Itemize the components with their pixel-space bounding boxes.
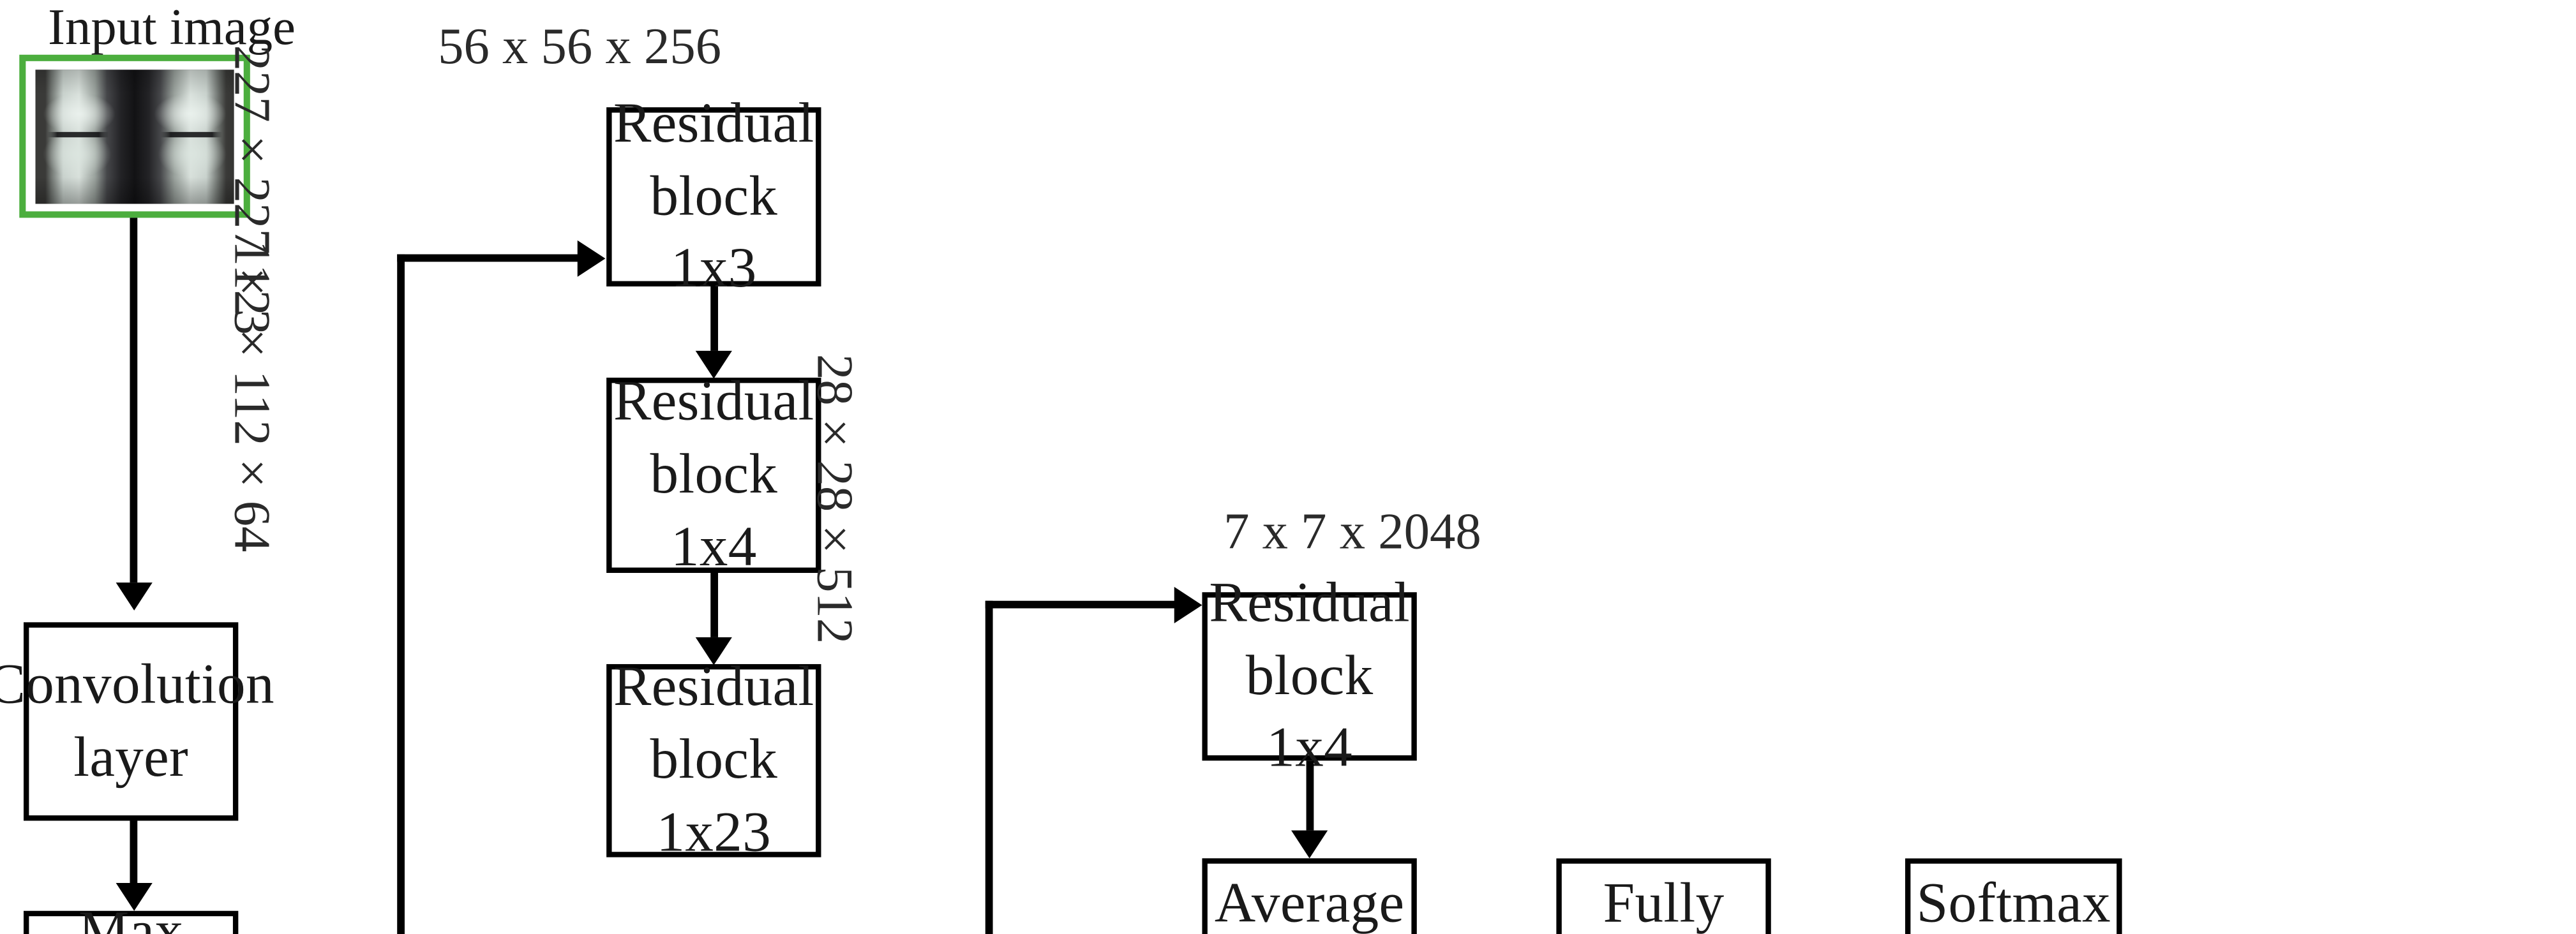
- node-residual-block-1x4-b[interactable]: Residual block 1x4: [1202, 572, 1417, 780]
- arrowhead-input-to-conv: [116, 582, 153, 611]
- node-convolution-layer[interactable]: Convolution layer: [0, 622, 274, 821]
- node-residual-block-1x4-a-line2: 1x4: [670, 515, 757, 579]
- arrowhead-res1-to-res2: [695, 350, 732, 379]
- connector-conv-to-maxpool: [130, 820, 138, 884]
- connector-maxpool-to-res1-h2: [397, 254, 582, 262]
- node-residual-block-1x4-b-line1: Residual block: [1209, 571, 1410, 707]
- connector-res1-to-res2: [710, 286, 719, 351]
- dimension-conv-side: 112 × 112 × 64: [223, 240, 280, 552]
- input-image-caption: Input image: [48, 0, 296, 56]
- input-xray-image: [35, 69, 234, 204]
- dimension-res1-top: 56 x 56 x 256: [438, 18, 722, 75]
- arrowhead-maxpool-to-res1: [577, 240, 606, 277]
- node-convolution-layer-line1: Convolution: [0, 653, 274, 716]
- node-residual-block-1x23-line1: Residual block: [613, 655, 814, 791]
- node-fully-connected-layer[interactable]: Fully connected layer: [1556, 858, 1771, 934]
- connector-res3-to-res4-v: [985, 600, 993, 934]
- arrowhead-res2-to-res3: [695, 637, 732, 665]
- node-residual-block-1x4-a[interactable]: Residual block 1x4: [606, 371, 821, 578]
- arrowhead-conv-to-maxpool: [116, 883, 153, 911]
- dimension-res4-top: 7 x 7 x 2048: [1224, 503, 1481, 560]
- node-softmax-layer-line1: Softmax layer: [1916, 872, 2111, 934]
- connector-res3-to-res4-h2: [985, 600, 1179, 609]
- arrowhead-res3-to-res4: [1174, 586, 1202, 624]
- dimension-res2-side: 28 × 28 × 512: [805, 353, 864, 644]
- node-softmax-layer[interactable]: Softmax layer (final): [1905, 858, 2122, 934]
- node-residual-block-1x23-line2: 1x23: [656, 801, 772, 864]
- node-residual-block-1x3[interactable]: Residual block 1x3: [606, 92, 821, 300]
- node-convolution-layer-line2: layer: [73, 725, 189, 789]
- connector-res2-to-res3: [710, 573, 719, 637]
- node-max-pooling-layer-line1: Max pooling: [78, 900, 184, 934]
- node-residual-block-1x4-a-line1: Residual block: [613, 370, 814, 506]
- node-max-pooling-layer[interactable]: Max pooling layer: [23, 900, 239, 934]
- input-image-frame: [19, 54, 250, 218]
- node-fully-connected-layer-line1: Fully connected: [1603, 872, 1725, 934]
- node-average-level-pooling-line1: Average level: [1214, 872, 1405, 934]
- arrowhead-res4-to-avgpool: [1291, 830, 1328, 859]
- node-residual-block-1x3-line1: Residual block: [613, 92, 814, 227]
- connector-maxpool-to-res1-v: [397, 254, 405, 934]
- node-residual-block-1x23[interactable]: Residual block 1x23: [606, 656, 821, 864]
- node-average-level-pooling[interactable]: Average level pooling: [1202, 858, 1417, 934]
- connector-res4-to-avgpool: [1306, 760, 1314, 831]
- connector-input-to-conv: [130, 218, 138, 583]
